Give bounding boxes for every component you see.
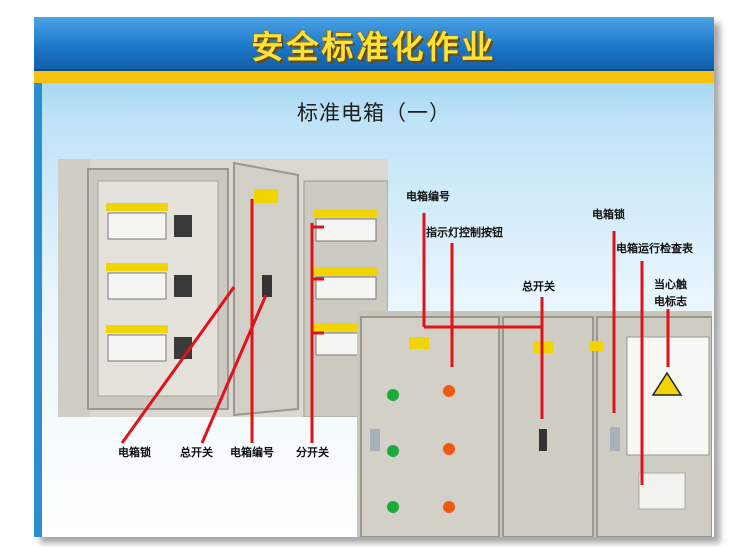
closed-cabinet-illustration <box>357 311 713 537</box>
open-cabinet-illustration <box>58 159 389 418</box>
closed-cabinet-photo <box>357 311 713 537</box>
pointer-main-switch-left <box>200 294 268 444</box>
label-main-switch-right: 总开关 <box>522 280 555 293</box>
slide-title: 安全标准化作业 <box>251 28 497 66</box>
title-underline-bar <box>34 71 714 83</box>
pointer-lines <box>120 199 670 485</box>
label-box-lock-right: 电箱锁 <box>592 208 625 221</box>
label-shock-warning-line2: 电标志 <box>654 295 687 308</box>
pointer-box-lock-left <box>120 286 236 444</box>
title-bar: 安全标准化作业 <box>34 17 714 71</box>
label-shock-warning-line1: 当心触 <box>654 278 687 291</box>
slide: 安全标准化作业 标准电箱（一） <box>34 17 714 537</box>
label-inspection-table: 电箱运行检查表 <box>616 242 693 255</box>
open-cabinet-photo <box>58 159 389 418</box>
label-box-number-right: 电箱编号 <box>406 190 450 203</box>
slide-left-strip <box>34 17 42 537</box>
slide-subtitle: 标准电箱（一） <box>297 101 451 125</box>
label-main-switch-left: 总开关 <box>180 446 213 459</box>
label-branch-switch: 分开关 <box>296 446 329 459</box>
label-box-number-left: 电箱编号 <box>230 446 274 459</box>
label-indicator-button: 指示灯控制按钮 <box>426 226 503 239</box>
label-box-lock-left: 电箱锁 <box>118 446 151 459</box>
